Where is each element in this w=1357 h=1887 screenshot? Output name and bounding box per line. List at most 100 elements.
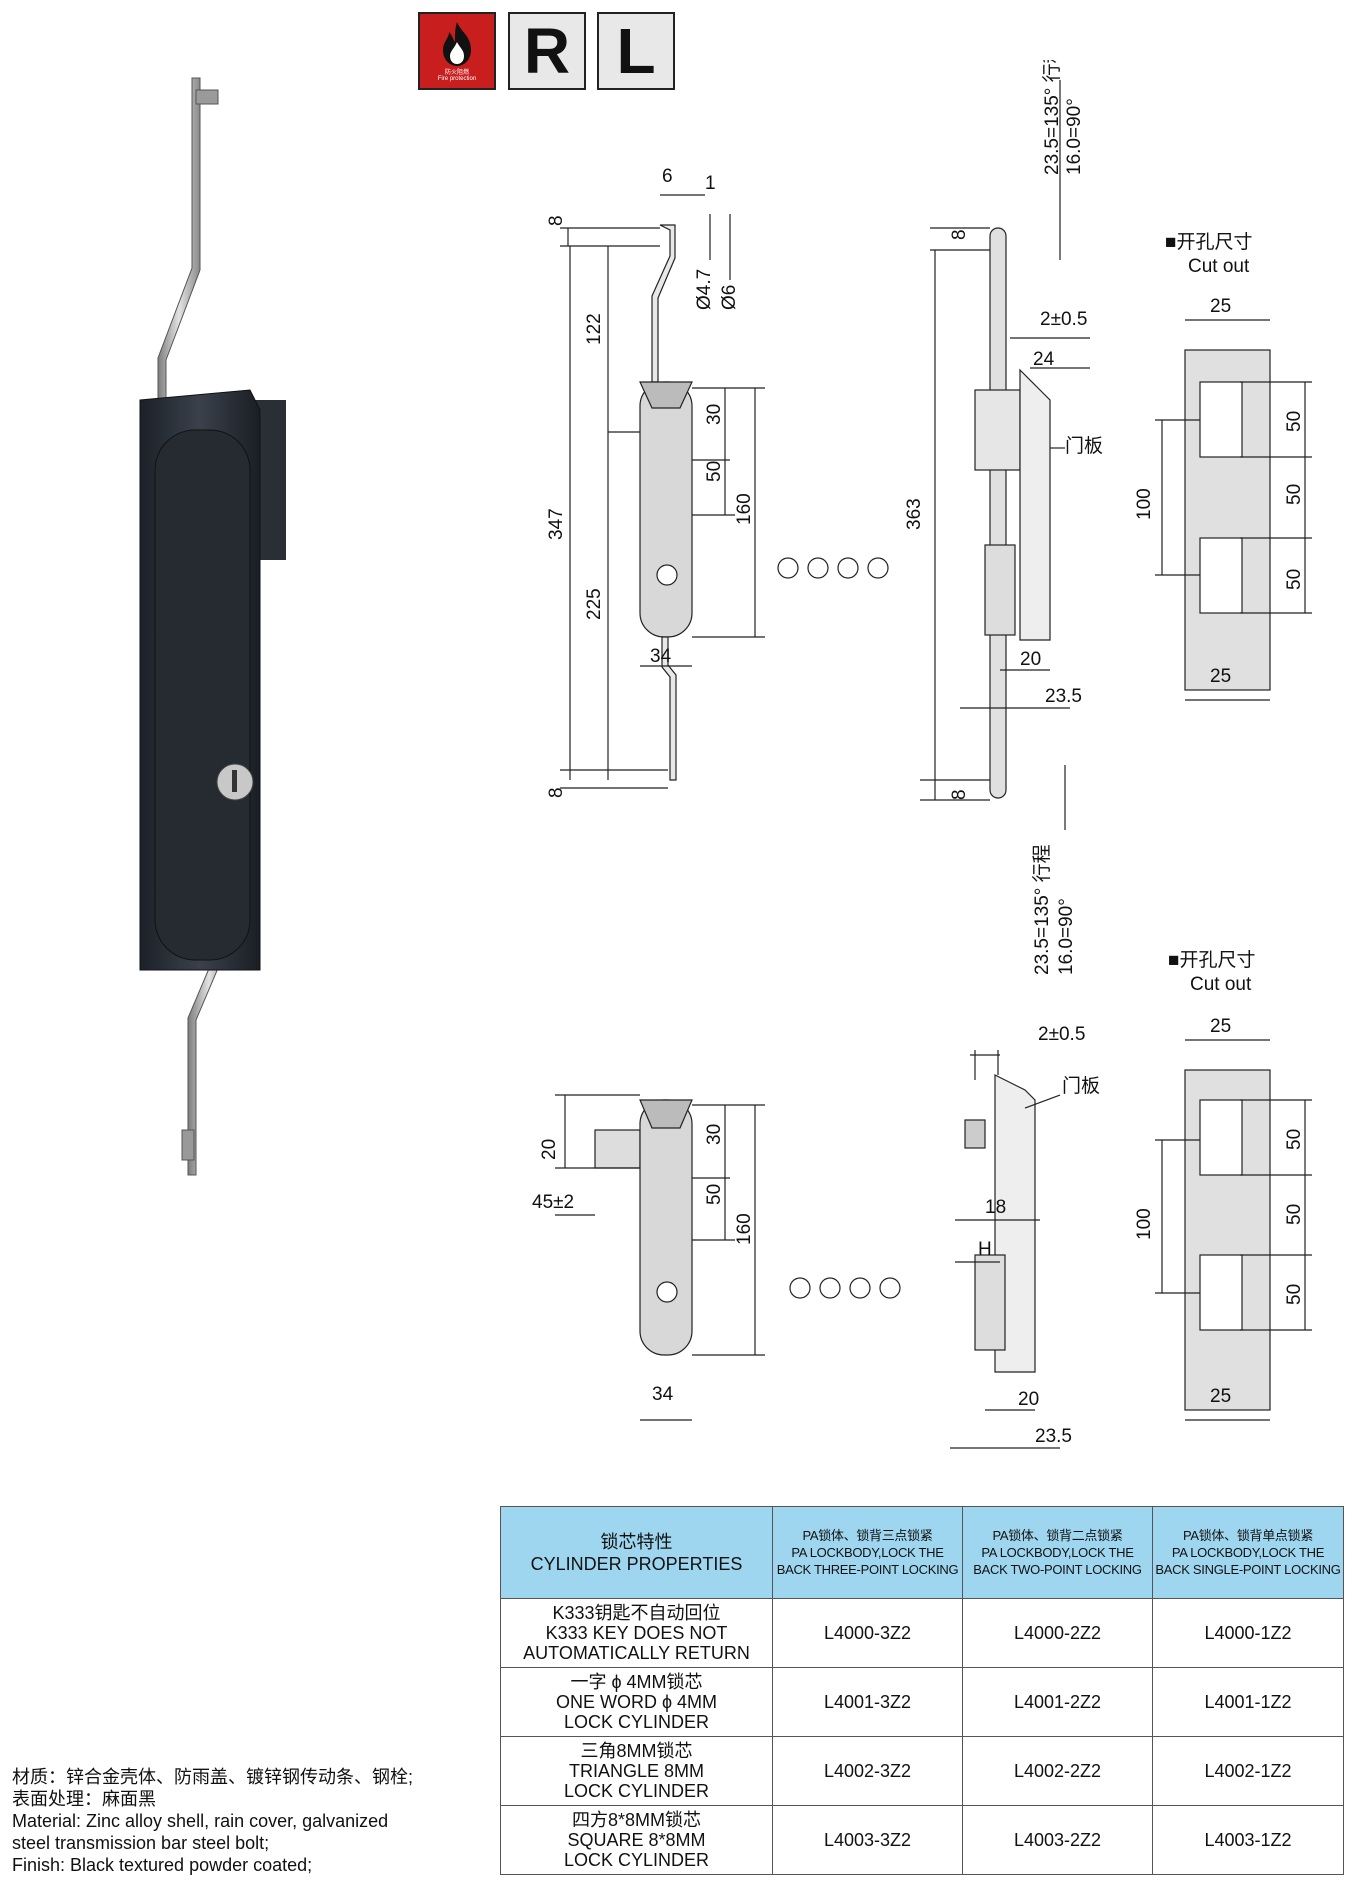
b-cutout-h50b: 50 (1284, 1204, 1305, 1225)
header-col3-en1: PA LOCKBODY,LOCK THE (981, 1545, 1134, 1560)
cylinder-line-2: TRIANGLE 8MM (568, 1761, 705, 1781)
b-cutout-h100: 100 (1134, 1208, 1155, 1240)
side-door-panel: 门板 (1065, 435, 1103, 457)
material-line-2: 表面处理：麻面黑 (12, 1789, 156, 1809)
product-photo (139, 77, 286, 1176)
header-col2-en2: BACK THREE-POINT LOCKING (776, 1562, 959, 1577)
cutout-w1: 25 (1210, 296, 1231, 317)
side-dim-2: 2±0.5 (1040, 309, 1087, 330)
dim-8a: 8 (546, 215, 567, 226)
model-cell: L4003-1Z2 (1152, 1805, 1344, 1875)
header-col1-en: CYLINDER PROPERTIES (530, 1553, 743, 1574)
header-col1-cn: 锁芯特性 (600, 1531, 673, 1552)
table-row: 一字 ϕ 4MM锁芯 ONE WORD ϕ 4MM LOCK CYLINDER … (500, 1667, 1344, 1737)
b-side-dim-2: 2±0.5 (1038, 1024, 1085, 1045)
cylinder-line-1: 四方8*8MM锁芯 (571, 1810, 701, 1830)
b-dim-34: 34 (652, 1384, 674, 1405)
material-line-5: Finish: Black textured powder coated; (12, 1855, 313, 1875)
cylinder-line-3: LOCK CYLINDER (563, 1850, 710, 1870)
cylinder-spec-table: 锁芯特性 CYLINDER PROPERTIES PA锁体、锁背三点锁紧 PA … (500, 1506, 1344, 1875)
table-row: K333钥匙不自动回位 K333 KEY DOES NOT AUTOMATICA… (500, 1598, 1344, 1668)
b-side-dim-23-5: 23.5 (1035, 1426, 1072, 1447)
drawing-bottom: 20 45±2 30 50 160 34 2±0.5 门板 18 H 20 23… (532, 949, 1312, 1449)
material-line-4: steel transmission bar steel bolt; (12, 1833, 270, 1853)
model-cell: L4002-1Z2 (1152, 1736, 1344, 1806)
b-cutout-title-en: Cut out (1190, 974, 1252, 995)
dim-30: 30 (704, 404, 725, 425)
model-cell: L4000-1Z2 (1152, 1598, 1344, 1668)
side-dim-23-5: 23.5 (1045, 686, 1082, 707)
material-line-1: 材质：锌合金壳体、防雨盖、镀锌钢传动条、钢栓; (12, 1767, 413, 1787)
table-row: 三角8MM锁芯 TRIANGLE 8MM LOCK CYLINDER L4002… (500, 1736, 1344, 1806)
header-col4-en2: BACK SINGLE-POINT LOCKING (1155, 1562, 1341, 1577)
dim-34: 34 (650, 646, 672, 667)
l-letter: L (616, 15, 656, 87)
dim-347: 347 (546, 508, 567, 540)
b-side-dim-20: 20 (1018, 1389, 1039, 1410)
b-cutout-h50c: 50 (1284, 1284, 1305, 1305)
model-cell: L4002-2Z2 (962, 1736, 1153, 1806)
cutout-h100: 100 (1134, 488, 1155, 520)
cutout-h50c: 50 (1284, 569, 1305, 590)
header-three-point: PA锁体、锁背三点锁紧 PA LOCKBODY,LOCK THE BACK TH… (772, 1506, 963, 1599)
header-col3-en2: BACK TWO-POINT LOCKING (973, 1562, 1142, 1577)
header-col4-en1: PA LOCKBODY,LOCK THE (1171, 1545, 1325, 1560)
side-dim-363: 363 (904, 498, 925, 530)
cutout-h50a: 50 (1284, 411, 1305, 432)
b-cutout-w1: 25 (1210, 1016, 1231, 1037)
header-cylinder-properties: 锁芯特性 CYLINDER PROPERTIES (500, 1506, 773, 1599)
header-col2-en1: PA LOCKBODY,LOCK THE (791, 1545, 944, 1560)
b-side-dim-18: 18 (985, 1197, 1006, 1218)
drawing-top: 6 1 8 Ø4.7 Ø6 122 347 225 30 50 160 34 8… (546, 60, 1312, 975)
cutout-title-cn: ■开孔尺寸 (1165, 231, 1252, 253)
cylinder-line-3: LOCK CYLINDER (563, 1781, 710, 1801)
table-header-row: 锁芯特性 CYLINDER PROPERTIES PA锁体、锁背三点锁紧 PA … (500, 1506, 1344, 1599)
side-dim-20: 20 (1020, 649, 1041, 670)
b-dim-50: 50 (704, 1184, 725, 1205)
side-stroke-2: 16.0=90° (1064, 98, 1085, 175)
cylinder-line-2: K333 KEY DOES NOT (545, 1623, 728, 1643)
dim-1: 1 (705, 173, 716, 194)
b-dim-30: 30 (704, 1124, 725, 1145)
header-col2-cn: PA锁体、锁背三点锁紧 (802, 1528, 933, 1543)
fire-label-en: Fire protection (437, 76, 477, 82)
model-cell: L4001-1Z2 (1152, 1667, 1344, 1737)
header-two-point: PA锁体、锁背二点锁紧 PA LOCKBODY,LOCK THE BACK TW… (962, 1506, 1153, 1599)
table-row: 四方8*8MM锁芯 SQUARE 8*8MM LOCK CYLINDER L40… (500, 1805, 1344, 1875)
b-dim-160: 160 (734, 1213, 755, 1245)
flame-icon (443, 21, 471, 66)
cylinder-cell: 四方8*8MM锁芯 SQUARE 8*8MM LOCK CYLINDER (500, 1805, 773, 1875)
b-dim-20: 20 (539, 1139, 560, 1160)
cylinder-line-1: K333钥匙不自动回位 (552, 1603, 721, 1623)
side-stroke-1: 23.5=135° 行程 (1041, 60, 1063, 175)
b-side-door-panel: 门板 (1062, 1075, 1100, 1097)
model-cell: L4003-3Z2 (772, 1805, 963, 1875)
dim-6: 6 (662, 166, 673, 187)
side-dim-8b: 8 (949, 789, 970, 800)
dim-4-7: Ø4.7 (694, 269, 715, 310)
b-cutout-w2: 25 (1210, 1386, 1231, 1407)
r-letter: R (523, 15, 571, 87)
cylinder-line-2: ONE WORD ϕ 4MM (555, 1692, 718, 1712)
cutout-title-en: Cut out (1188, 256, 1250, 277)
dim-6b: Ø6 (719, 285, 740, 310)
material-notes: 材质：锌合金壳体、防雨盖、镀锌钢传动条、钢栓; 表面处理：麻面黑 Materia… (12, 1766, 442, 1876)
dim-50: 50 (704, 461, 725, 482)
header-col4-cn: PA锁体、锁背单点锁紧 (1182, 1528, 1314, 1543)
header-single-point: PA锁体、锁背单点锁紧 PA LOCKBODY,LOCK THE BACK SI… (1152, 1506, 1344, 1599)
cylinder-line-3: LOCK CYLINDER (563, 1712, 710, 1732)
side-stroke-3: 23.5=135° 行程 (1031, 844, 1053, 975)
model-cell: L4000-2Z2 (962, 1598, 1153, 1668)
cylinder-line-3: AUTOMATICALLY RETURN (523, 1643, 750, 1663)
cylinder-cell: K333钥匙不自动回位 K333 KEY DOES NOT AUTOMATICA… (500, 1598, 773, 1668)
cylinder-cell: 一字 ϕ 4MM锁芯 ONE WORD ϕ 4MM LOCK CYLINDER (500, 1667, 773, 1737)
model-cell: L4000-3Z2 (772, 1598, 963, 1668)
model-cell: L4001-3Z2 (772, 1667, 963, 1737)
material-line-3: Material: Zinc alloy shell, rain cover, … (12, 1811, 389, 1831)
b-side-dim-h: H (978, 1239, 992, 1260)
dim-8b: 8 (546, 787, 567, 798)
b-dim-45: 45±2 (532, 1192, 574, 1213)
model-cell: L4001-2Z2 (962, 1667, 1153, 1737)
cylinder-line-2: SQUARE 8*8MM (567, 1830, 706, 1850)
